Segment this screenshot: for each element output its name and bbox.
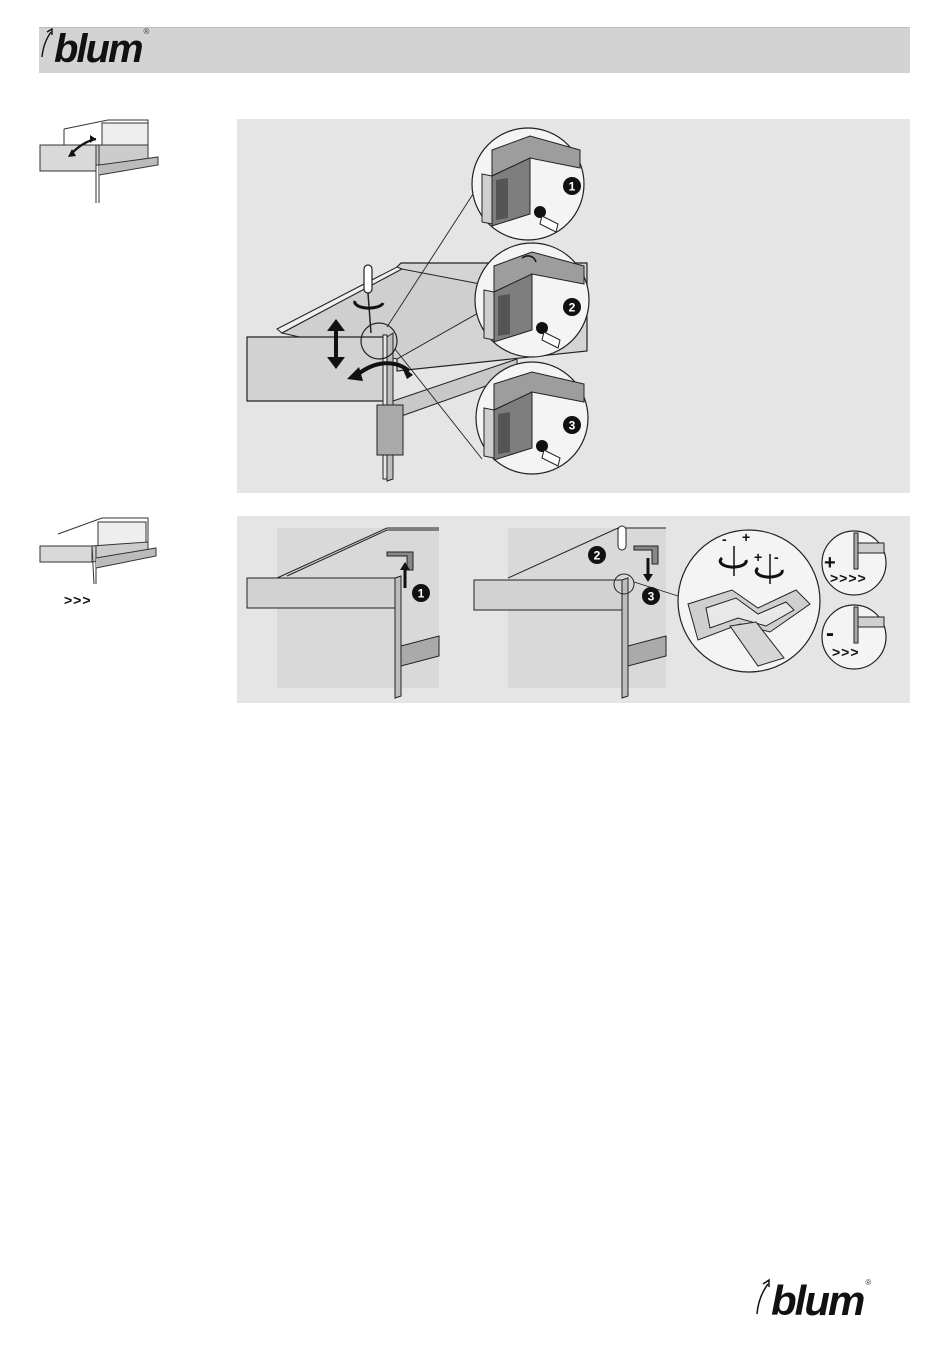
svg-text:1: 1 [418, 587, 425, 601]
step2-diagram-a [237, 516, 447, 703]
step2-badge-3: 3 [641, 586, 661, 606]
registered-mark: ® [144, 27, 150, 36]
header-bar [39, 27, 910, 73]
step1-thumbnail-diagram [38, 117, 158, 205]
step2-badge-2: 2 [587, 545, 607, 565]
svg-text:>>>: >>> [64, 592, 92, 608]
header-logo: blum ® [40, 27, 149, 71]
svg-text:+: + [754, 549, 762, 565]
svg-text:+: + [742, 529, 750, 545]
svg-text:>>>: >>> [832, 644, 860, 660]
logo-wordmark: blum [771, 1278, 863, 1324]
svg-text:2: 2 [569, 301, 576, 315]
svg-text:3: 3 [569, 419, 576, 433]
svg-text:1: 1 [569, 180, 576, 194]
registered-mark: ® [865, 1278, 871, 1287]
step2-thumbnail-diagram [38, 512, 158, 594]
svg-text:3: 3 [648, 590, 655, 604]
footer-logo: blum ® [755, 1278, 871, 1324]
step2-badge-1: 1 [411, 583, 431, 603]
logo-wordmark: blum [54, 27, 142, 71]
svg-text:-: - [774, 549, 779, 565]
svg-text:-: - [722, 531, 727, 547]
step2-diagram-b [468, 516, 678, 703]
step1-badge-3: 3 [562, 415, 582, 435]
svg-text:>>>>: >>>> [830, 570, 867, 586]
step1-badge-2: 2 [562, 297, 582, 317]
step2-result-plus: + >>>> [820, 529, 888, 597]
step2-adjustment-detail: - + + - [676, 528, 822, 674]
svg-text:-: - [826, 620, 834, 647]
step1-badge-1: 1 [562, 176, 582, 196]
arrow-logo-icon [40, 27, 54, 57]
step2-result-minus: - >>> [820, 603, 888, 671]
step2-thumbnail-chevrons: >>> [62, 592, 122, 610]
svg-text:2: 2 [594, 549, 601, 563]
arrow-logo-icon [755, 1278, 771, 1314]
